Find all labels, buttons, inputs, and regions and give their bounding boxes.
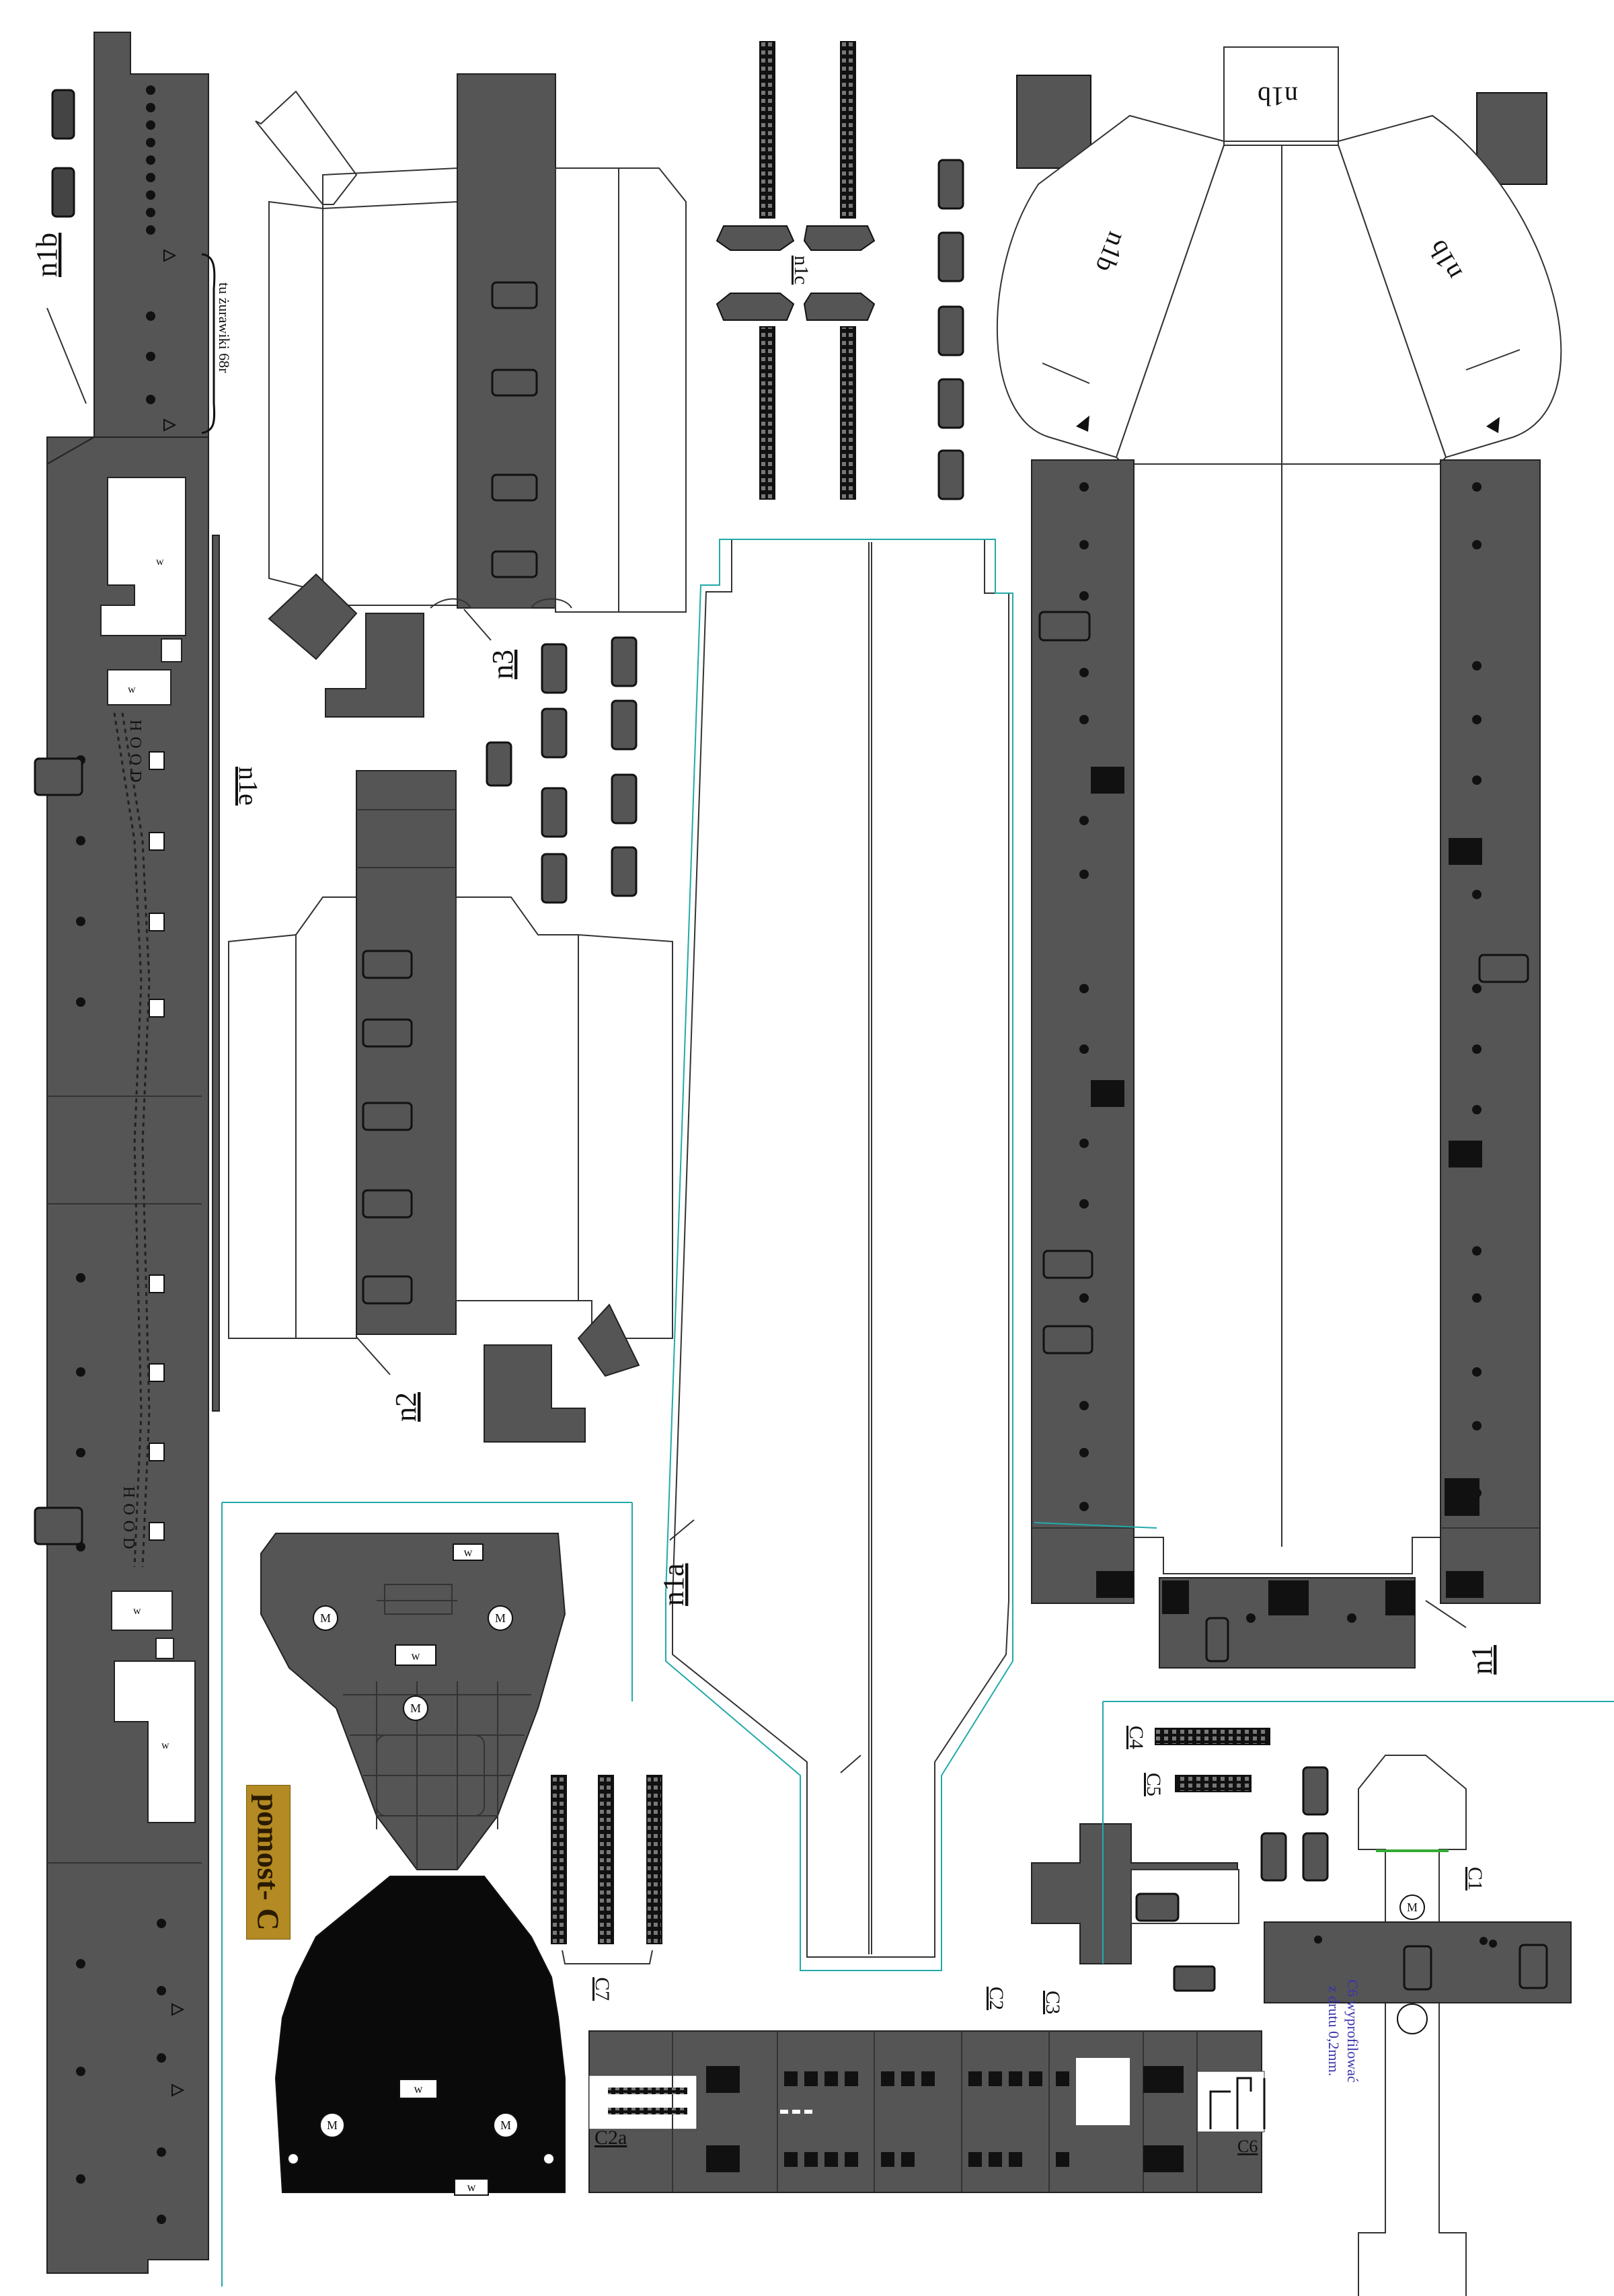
note-text: C6 wyprofilować z drutu 0,2mm. (1324, 1979, 1362, 2082)
note-line-1: C6 wyprofilować (1344, 1979, 1361, 2083)
label-c2a: C2a (594, 2127, 627, 2149)
thin-strip-n1e (212, 535, 220, 1412)
part-n2 (228, 770, 673, 1443)
label-n1a: n1a (657, 1563, 690, 1606)
m-marker: M (410, 1701, 421, 1715)
hull-side-strip-n1b (34, 32, 216, 2274)
part-n3 (255, 73, 687, 718)
label-c1: C1 (1464, 1867, 1486, 1890)
strip-c5 (1175, 1775, 1252, 1792)
label-crane-note: tu żurawiki 68r (216, 282, 233, 373)
strip-c4 (1155, 1728, 1270, 1745)
label-n1e: n1e (233, 767, 264, 806)
w-marker: w (414, 2082, 423, 2096)
loose-hatch-parts (486, 636, 638, 904)
title-label-pomost-c: pomost- C (246, 1785, 291, 1940)
label-n2: n2 (389, 1392, 422, 1422)
m-marker: M (327, 2118, 338, 2132)
w-marker: w (133, 1605, 141, 1617)
label-n3: n3 (486, 650, 519, 679)
wire-instruction-note: C6 wyprofilować z drutu 0,2mm. (1306, 1950, 1380, 2112)
m-marker: M (1407, 1901, 1418, 1914)
label-n1c: n1c (790, 256, 812, 284)
deck-part-n1 (997, 46, 1562, 1669)
strip-c2 (588, 2030, 1266, 2193)
label-n1b-left: n1b (30, 233, 63, 277)
w-marker: w (161, 1740, 169, 1751)
m-marker: M (495, 1611, 506, 1625)
label-hood-lower: HOOD (120, 1486, 137, 1554)
ladders-n1c (716, 41, 876, 500)
w-marker: w (412, 1649, 420, 1662)
ladders-c7 (551, 1775, 662, 1964)
label-n1: n1 (1465, 1645, 1498, 1675)
label-hood-upper: HOOD (126, 720, 144, 788)
m-marker: M (320, 1611, 331, 1625)
w-marker: w (128, 684, 136, 695)
label-n1b-top: n1b (1258, 81, 1298, 112)
w-marker: w (156, 556, 164, 568)
w-marker: w (467, 2180, 476, 2194)
hatch-parts-c (1260, 1766, 1329, 1882)
deck-outline-n1a (665, 539, 1013, 1971)
label-c6: C6 (1237, 2137, 1258, 2156)
w-marker: w (464, 1545, 473, 1559)
label-c7: C7 (591, 1977, 613, 2001)
label-c3: C3 (1042, 1991, 1064, 2014)
bridge-part: M M M M M w w w w (221, 1502, 633, 2287)
loose-hatch-column (937, 159, 964, 500)
title-text: pomost- C (251, 1794, 286, 1931)
note-line-2: z drutu 0,2mm. (1325, 1985, 1342, 2077)
part-c1: M (1264, 1755, 1572, 2296)
m-marker: M (500, 2118, 511, 2132)
label-c5: C5 (1143, 1773, 1165, 1796)
label-c2: C2 (985, 1987, 1007, 2010)
label-c4: C4 (1125, 1726, 1147, 1749)
part-c3 (1031, 1823, 1239, 1992)
